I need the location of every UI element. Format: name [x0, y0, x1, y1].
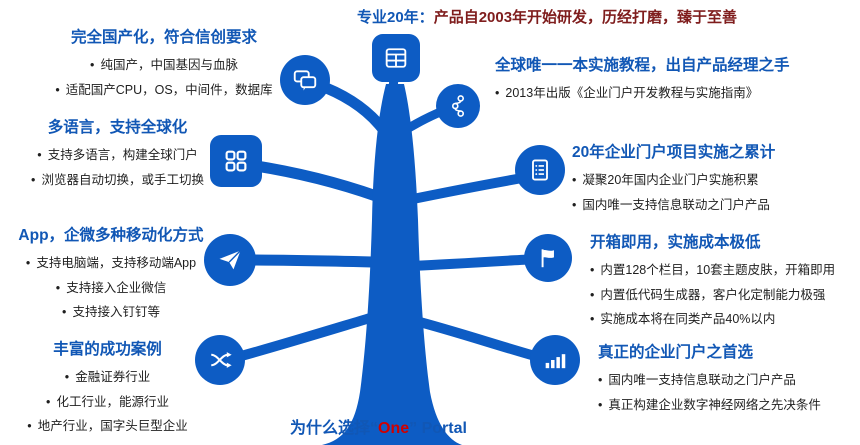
bottom-caption: 为什么选择“One” Portal	[290, 414, 467, 438]
feature-title: App，企微多种移动化方式	[18, 227, 204, 244]
tree-branch	[407, 315, 547, 363]
flag-icon	[524, 234, 572, 282]
feature-block-experience: 20年企业门户项目实施之累计 凝聚20年国内企业门户实施积累 国内唯一支持信息联…	[572, 143, 860, 217]
feature-title: 丰富的成功案例	[53, 341, 162, 358]
bullet-item: 2013年出版《企业门户开发教程与实施指南》	[495, 81, 860, 105]
bullet-item: 支持电脑端，支持移动端App	[0, 251, 222, 275]
bullet-item: 金融证券行业	[0, 365, 215, 389]
top-banner: 专业20年：产品自2003年开始研发，历经打磨，臻于至善	[357, 6, 737, 27]
feature-block-multilanguage: 多语言，支持全球化 支持多语言，构建全球门户 浏览器自动切换，或手工切换	[0, 118, 235, 192]
tree-branch	[244, 159, 382, 202]
feature-block-mobile: App，企微多种移动化方式 支持电脑端，支持移动端App 支持接入企业微信 支持…	[0, 226, 222, 324]
feature-block-domestic: 完全国产化，符合信创要求 纯国产，中国基因与血脉 适配国产CPU，OS，中间件，…	[18, 28, 310, 102]
tree-trunk	[322, 84, 462, 445]
top-banner-text: 产品自2003年开始研发，历经打磨，臻于至善	[433, 9, 738, 26]
bullet-item: 国内唯一支持信息联动之门户产品	[572, 193, 860, 217]
feature-bullets: 凝聚20年国内企业门户实施积累 国内唯一支持信息联动之门户产品	[572, 168, 860, 217]
share-nodes-icon	[436, 84, 480, 128]
feature-title: 多语言，支持全球化	[47, 119, 188, 136]
bullet-item: 国内唯一支持信息联动之门户产品	[598, 368, 860, 392]
feature-bullets: 内置128个栏目，10套主题皮肤，开箱即用 内置低代码生成器，客户化定制能力极强…	[590, 258, 860, 331]
feature-bullets: 支持电脑端，支持移动端App 支持接入企业微信 支持接入钉钉等	[0, 251, 222, 324]
bullet-item: 实施成本将在同类产品40%以内	[590, 307, 860, 331]
feature-block-tutorial: 全球唯一一本实施教程，出自产品经理之手 2013年出版《企业门户开发教程与实施指…	[495, 56, 860, 106]
bullet-item: 纯国产，中国基因与血脉	[18, 53, 310, 77]
browser-window-icon	[372, 34, 420, 82]
bullet-item: 支持接入企业微信	[0, 276, 222, 300]
bullet-item: 地产行业，国字头巨型企业	[0, 414, 215, 438]
feature-bullets: 金融证券行业 化工行业，能源行业 地产行业，国字头巨型企业	[0, 365, 215, 438]
feature-bullets: 纯国产，中国基因与血脉 适配国产CPU，OS，中间件，数据库	[18, 53, 310, 102]
bottom-caption-suffix: ” Portal	[409, 420, 467, 437]
tree-branch	[229, 313, 375, 363]
feature-title: 真正的企业门户之首选	[598, 344, 754, 361]
feature-title: 全球唯一一本实施教程，出自产品经理之手	[495, 57, 790, 74]
document-icon	[515, 145, 565, 195]
bullet-item: 内置低代码生成器，客户化定制能力极强	[590, 283, 860, 307]
top-banner-lead: 专业20年：	[357, 9, 434, 26]
feature-block-first-choice: 真正的企业门户之首选 国内唯一支持信息联动之门户产品 真正构建企业数字神经网络之…	[598, 343, 860, 417]
feature-title: 20年企业门户项目实施之累计	[572, 144, 776, 161]
bullet-item: 化工行业，能源行业	[0, 390, 215, 414]
bar-chart-icon	[530, 335, 580, 385]
tree-branch	[240, 254, 378, 268]
feature-block-cases: 丰富的成功案例 金融证券行业 化工行业，能源行业 地产行业，国字头巨型企业	[0, 340, 215, 438]
bullet-item: 浏览器自动切换，或手工切换	[0, 168, 235, 192]
tree-branch	[405, 254, 541, 271]
bottom-caption-prefix: 为什么选择“	[290, 420, 379, 437]
feature-title: 开箱即用，实施成本极低	[590, 234, 761, 251]
bullet-item: 支持接入钉钉等	[0, 300, 222, 324]
bullet-item: 适配国产CPU，OS，中间件，数据库	[18, 78, 310, 102]
bullet-item: 支持多语言，构建全球门户	[0, 143, 235, 167]
feature-bullets: 国内唯一支持信息联动之门户产品 真正构建企业数字神经网络之先决条件	[598, 368, 860, 417]
bullet-item: 真正构建企业数字神经网络之先决条件	[598, 393, 860, 417]
bullet-item: 凝聚20年国内企业门户实施积累	[572, 168, 860, 192]
feature-bullets: 2013年出版《企业门户开发教程与实施指南》	[495, 81, 860, 105]
bottom-caption-highlight: One	[378, 420, 410, 437]
feature-bullets: 支持多语言，构建全球门户 浏览器自动切换，或手工切换	[0, 143, 235, 192]
feature-block-outofbox: 开箱即用，实施成本极低 内置128个栏目，10套主题皮肤，开箱即用 内置低代码生…	[590, 233, 860, 331]
bullet-item: 内置128个栏目，10套主题皮肤，开箱即用	[590, 258, 860, 282]
tree-branch	[403, 172, 533, 205]
feature-title: 完全国产化，符合信创要求	[70, 29, 257, 46]
